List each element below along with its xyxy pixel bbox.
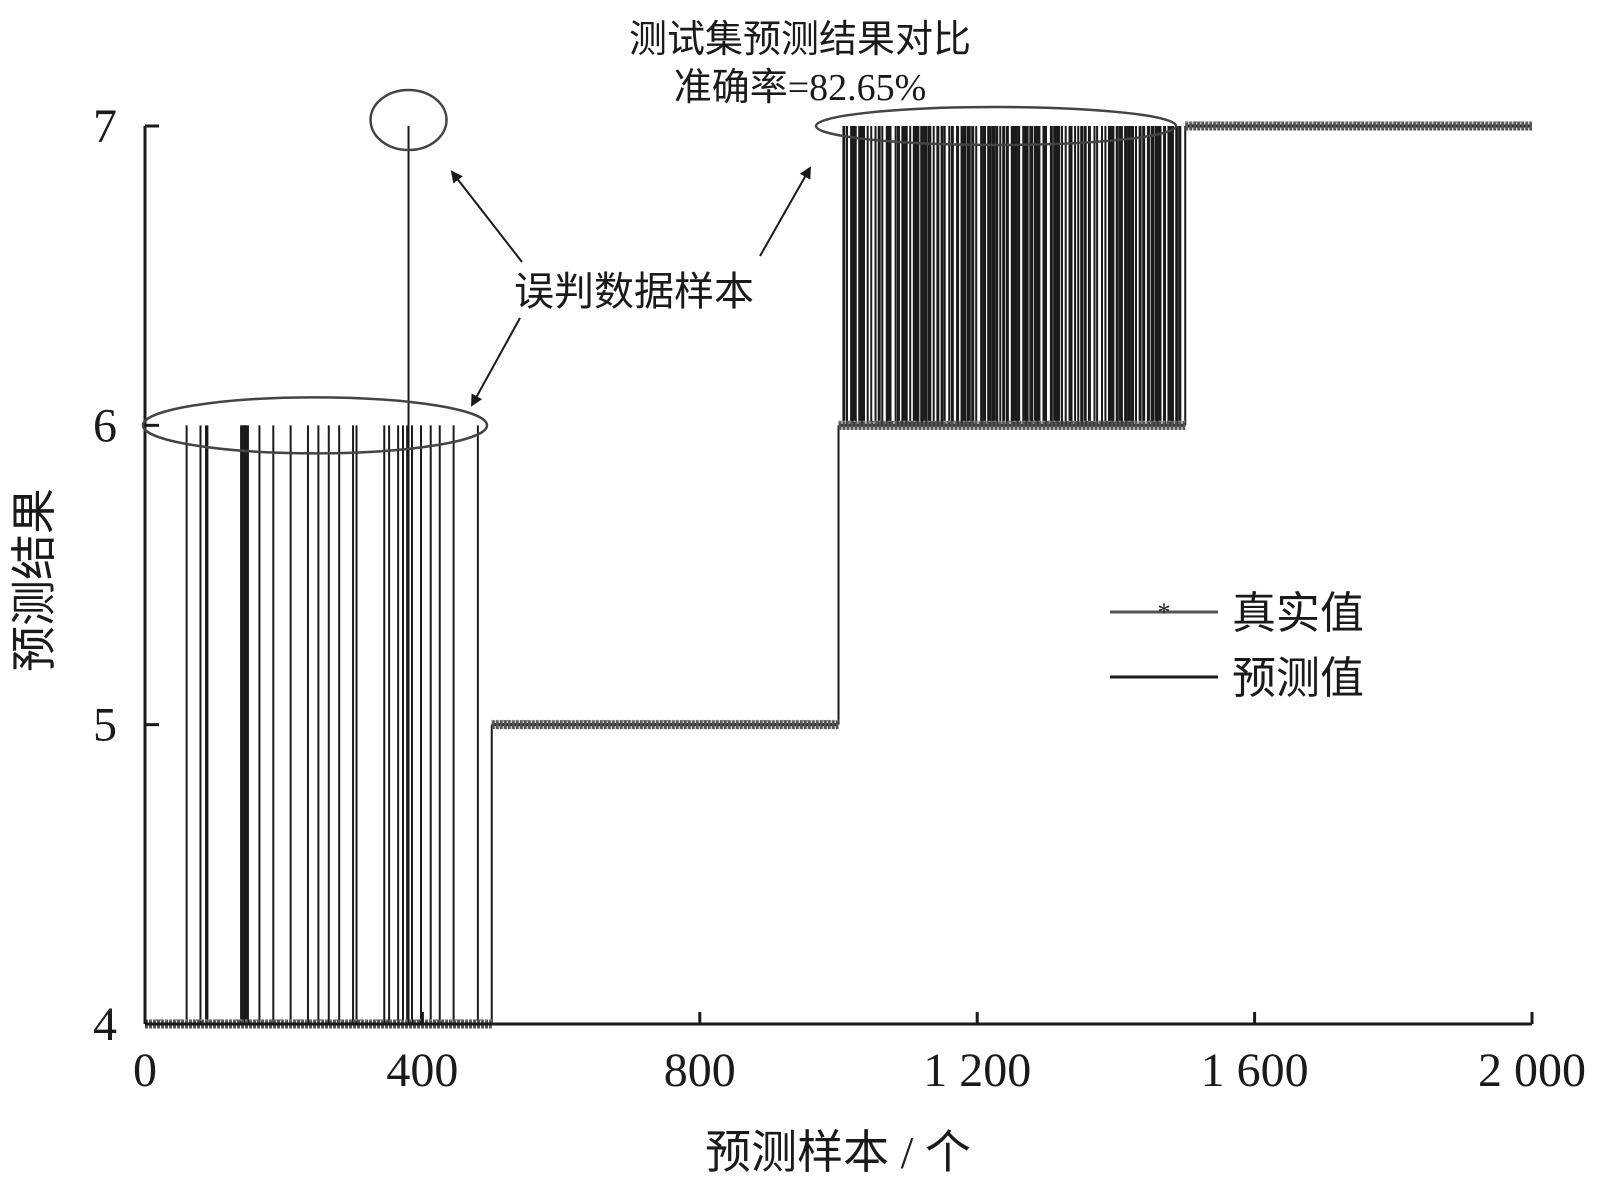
x-tick-label: 0	[133, 1044, 157, 1097]
annotation-arrow	[759, 166, 811, 257]
misjudged-annotation: 误判数据样本	[141, 88, 1178, 455]
y-tick-label: 4	[93, 998, 117, 1051]
legend-true-label: 真实值	[1232, 589, 1364, 638]
annotation-arrow	[450, 170, 523, 263]
axes	[143, 126, 1532, 1026]
x-tick-label: 2 000	[1478, 1044, 1586, 1097]
x-axis-label: 预测样本 / 个	[705, 1127, 971, 1178]
x-tick-label: 800	[664, 1044, 736, 1097]
plot-data-area	[145, 121, 1532, 1029]
y-tick-label: 7	[93, 100, 117, 153]
misjudged-ellipse	[814, 105, 1178, 147]
misjudged-label: 误判数据样本	[514, 269, 754, 314]
x-tick-label: 400	[386, 1044, 458, 1097]
x-tick-label: 1 200	[923, 1044, 1031, 1097]
y-axis-label: 预测结果	[9, 488, 60, 672]
y-tick-label: 6	[93, 399, 117, 452]
misjudged-ellipse	[141, 396, 489, 455]
chart-subtitle: 准确率=82.65%	[674, 67, 927, 109]
axis-ticks: 0 400 800 1 200 1 600 2 000 4 5 6 7	[93, 100, 1586, 1097]
misjudged-ellipse	[369, 88, 448, 152]
legend-pred-label: 预测值	[1232, 654, 1364, 703]
y-tick-label: 5	[93, 699, 117, 752]
chart-title-group: 测试集预测结果对比 准确率=82.65%	[629, 19, 971, 109]
legend-true-marker: *	[1158, 598, 1171, 627]
annotation-arrow	[471, 317, 521, 407]
chart-title: 测试集预测结果对比	[629, 19, 971, 61]
x-tick-label: 1 600	[1201, 1044, 1309, 1097]
